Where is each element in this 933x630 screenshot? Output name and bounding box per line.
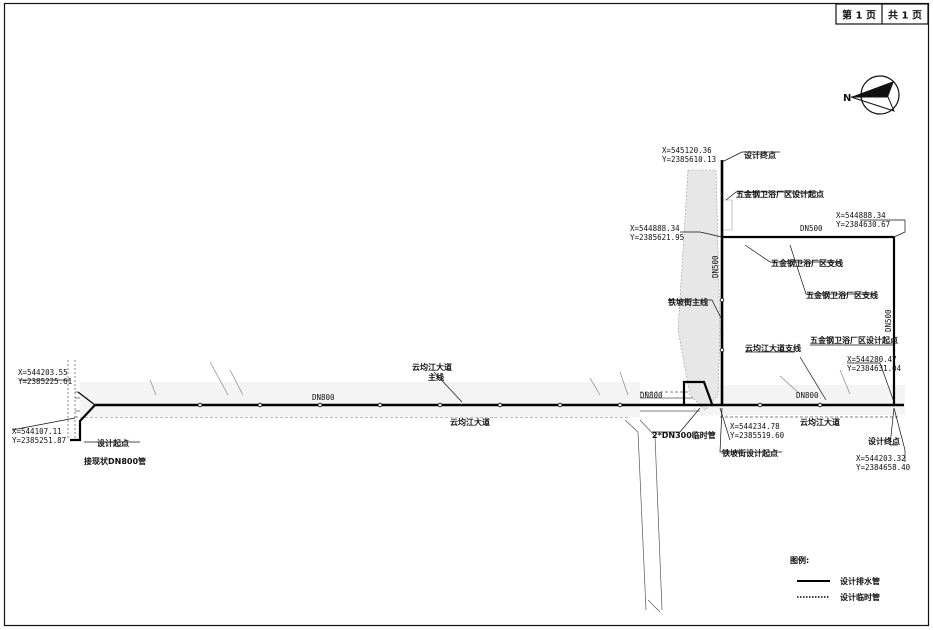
coordinate-annotations: X=544203.55 Y=2385225.61 X=544107.11 Y=2… [12,146,911,472]
page-total: 共 1 页 [888,9,922,22]
legend: 图例: 设计排水管 设计临时管 [790,555,880,602]
coord-left-upper-y: Y=2385225.61 [18,377,72,386]
legend-label-temp-pipe: 设计临时管 [840,592,880,602]
coord-right-top-x: X=544888.34 [836,211,886,220]
label-dn500-top: DN500 [800,224,823,233]
coord-top-end-x: X=545120.36 [662,146,712,155]
coord-junction-low-x: X=544234.78 [730,422,780,431]
coord-top-mid-y: Y=2385621.95 [630,233,684,242]
label-wujin-branch-2: 五金钢卫浴厂区支线 [806,290,878,300]
label-design-end-top: 设计终点 [744,150,776,160]
legend-title: 图例: [790,555,809,565]
coord-right-top-y: Y=2384630.67 [836,220,890,229]
label-design-end-right: 设计终点 [868,436,900,446]
pipe-left-start [70,404,96,442]
coord-left-upper-x: X=544203.55 [18,368,68,377]
label-wujin-branch-1: 五金钢卫浴厂区支线 [771,258,843,268]
title-block: 第 1 页 共 1 页 [835,3,929,25]
drawing-labels: 设计终点 五金钢卫浴厂区设计起点 DN500 DN500 DN500 五金钢卫浴… [84,150,900,466]
label-connect-existing: 接现状DN800管 [84,456,146,466]
label-yunjun-branch: 云均江大道支线 [745,343,801,353]
coord-top-mid-x: X=544888.34 [630,224,680,233]
label-road-right: 云均江大道 [800,417,840,427]
page-number: 第 1 页 [842,9,876,22]
site-strip-left [80,382,905,417]
label-dn800-mid: DN800 [640,391,663,400]
coord-right-mid-x: X=544280.47 [847,355,897,364]
label-yunjun-main-1: 云均江大道 [412,362,452,372]
coord-right-low-y: Y=2384658.40 [856,463,911,472]
label-design-start: 设计起点 [97,438,129,448]
coord-left-lower-x: X=544107.11 [12,427,62,436]
north-arrow-icon: N [843,75,900,115]
label-dn800-right: DN800 [796,391,819,400]
coord-right-low-x: X=544203.32 [856,454,906,463]
label-wujin-start-2: 五金钢卫浴厂区设计起点 [810,335,898,345]
leader-lines [11,151,906,462]
manholes [197,297,823,408]
label-temp-pipe: 2*DN300临时管 [652,430,716,440]
label-dn500-vertical-right: DN500 [884,309,893,332]
coord-left-lower-y: Y=2385251.87 [12,436,66,445]
hatch-zone [677,169,733,411]
road-markings [149,361,851,396]
coord-right-mid-y: Y=2384631.04 [847,364,902,373]
label-dn800-left: DN800 [312,393,335,402]
label-road-left: 云均江大道 [450,417,490,427]
label-yunjun-main-2: 主线 [428,372,444,382]
north-label: N [843,93,851,104]
drawing-frame [3,2,930,627]
label-dn500-vertical-left: DN500 [711,255,720,278]
legend-label-design-pipe: 设计排水管 [840,576,880,586]
coord-top-end-y: Y=2385610.13 [662,155,716,164]
pipe-temporary [682,380,714,405]
label-tiebo-main: 铁坡街主线 [668,297,708,307]
coord-junction-low-y: Y=2385519.60 [730,431,785,440]
label-wujin-start: 五金钢卫浴厂区设计起点 [736,189,824,199]
label-tiebo-start: 铁坡街设计起点 [722,448,778,458]
